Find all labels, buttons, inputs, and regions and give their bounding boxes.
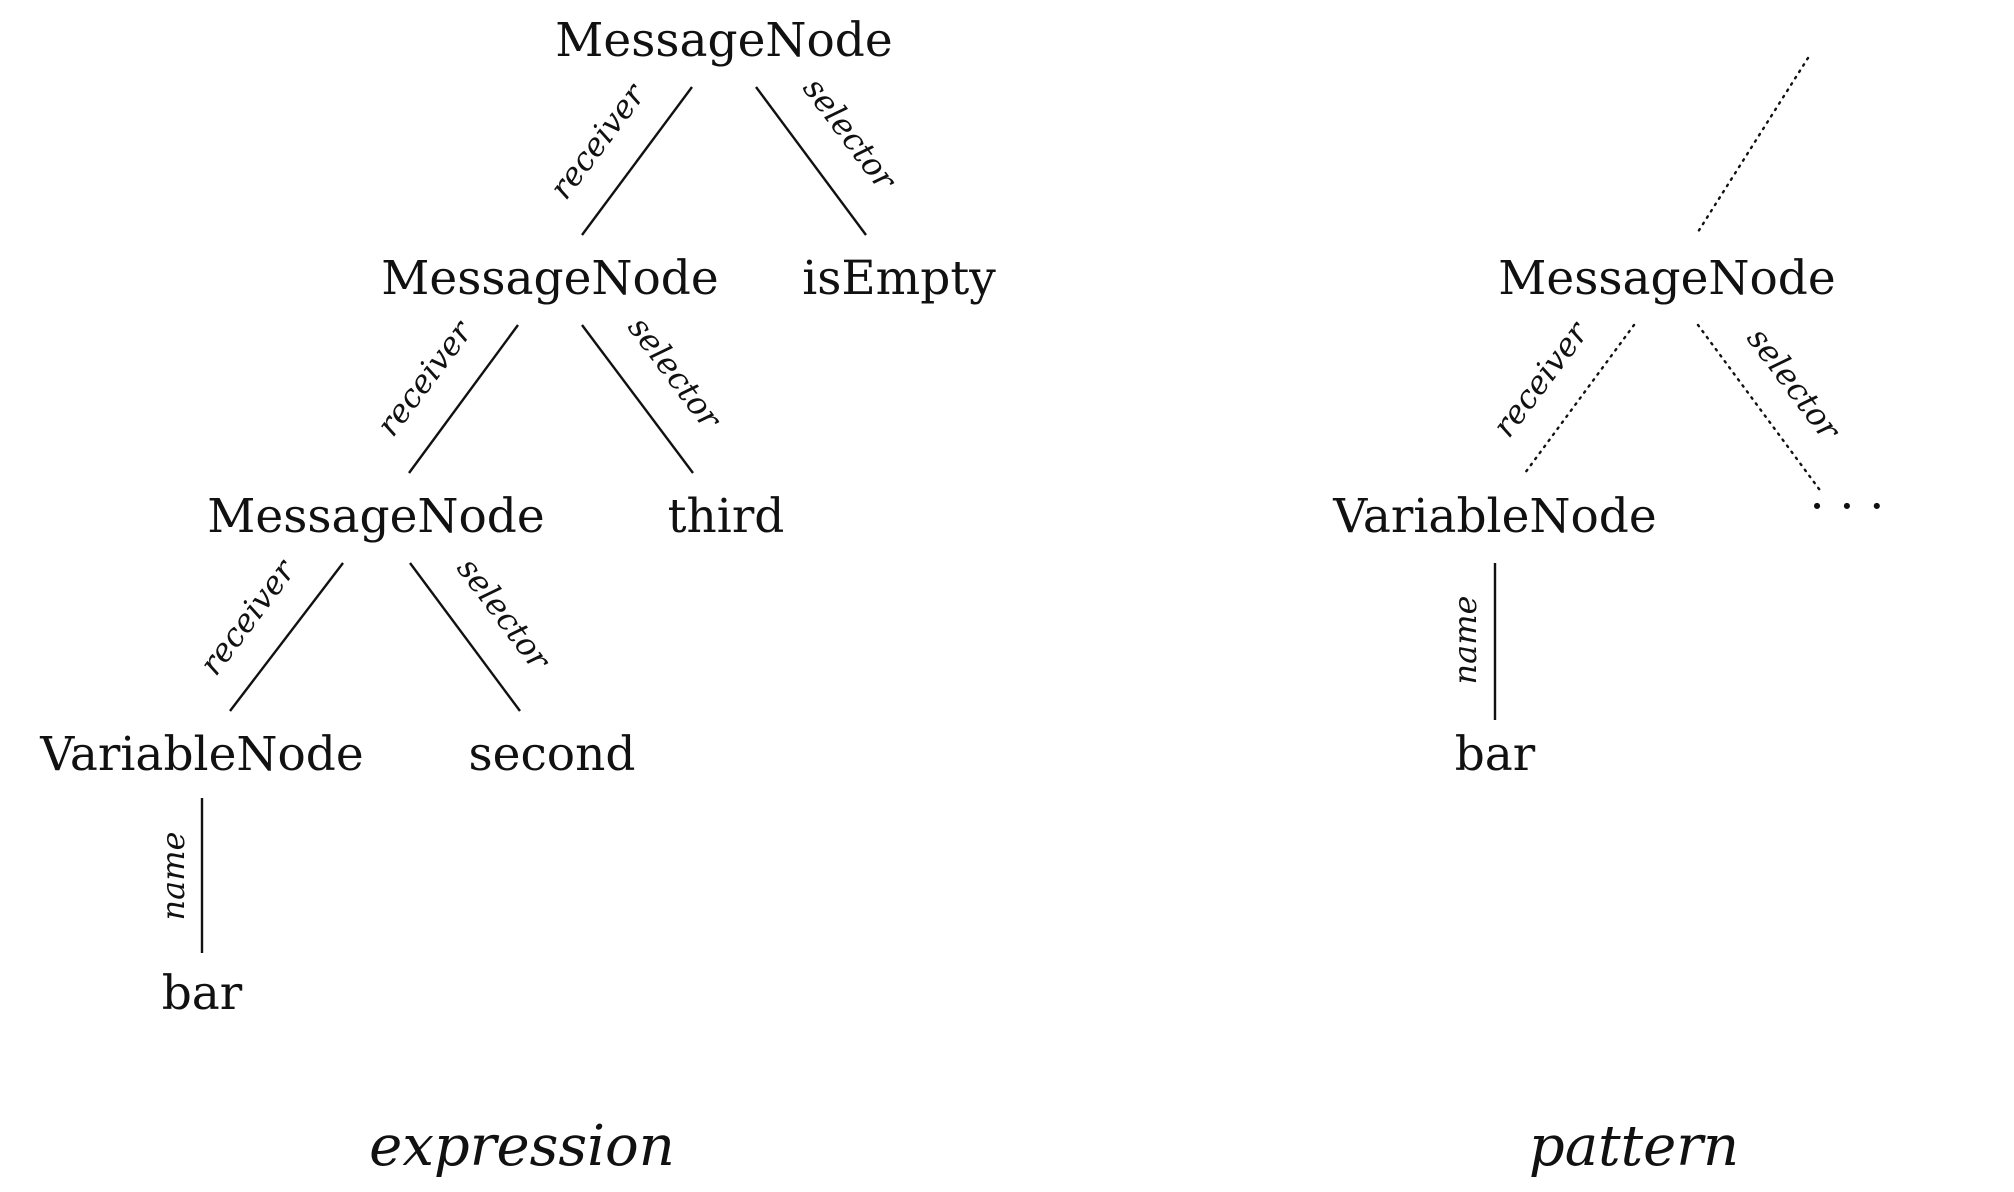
node-pattern-bar: bar xyxy=(1455,727,1536,782)
node-message-level2: MessageNode xyxy=(381,251,718,306)
node-second: second xyxy=(469,727,636,782)
pattern-tree: receiver selector name MessageNode Varia… xyxy=(1332,56,1885,1179)
node-bar: bar xyxy=(162,966,243,1021)
edge-label-root-receiver: receiver xyxy=(542,75,654,206)
edge-pattern-receiver xyxy=(1523,323,1636,475)
node-variable: VariableNode xyxy=(39,727,363,782)
edge-root-receiver xyxy=(581,86,693,236)
node-message-root: MessageNode xyxy=(555,13,892,68)
expression-tree: receiver selector receiver selector rece… xyxy=(39,13,996,1179)
node-is-empty: isEmpty xyxy=(802,251,996,306)
edge-label-level2-receiver: receiver xyxy=(369,312,481,443)
node-message-level3: MessageNode xyxy=(207,489,544,544)
edge-label-root-selector: selector xyxy=(796,70,906,198)
edge-label-variable-name: name xyxy=(154,832,192,921)
caption-expression: expression xyxy=(369,1114,675,1179)
edge-level2-selector xyxy=(581,324,694,474)
edge-label-level2-selector: selector xyxy=(621,309,731,437)
edge-pattern-selector xyxy=(1696,323,1824,495)
edge-level2-receiver xyxy=(408,324,519,474)
edge-label-pattern-selector: selector xyxy=(1740,320,1850,448)
node-pattern-ellipsis: · · · xyxy=(1810,479,1885,534)
node-pattern-variable: VariableNode xyxy=(1332,489,1656,544)
node-third: third xyxy=(668,489,785,544)
edge-pattern-parent xyxy=(1694,56,1810,237)
edge-level3-receiver xyxy=(229,562,344,712)
node-pattern-message: MessageNode xyxy=(1498,251,1835,306)
edge-label-pattern-receiver: receiver xyxy=(1485,313,1597,444)
edge-label-level3-receiver: receiver xyxy=(192,551,304,682)
caption-pattern: pattern xyxy=(1529,1114,1739,1179)
edge-label-pattern-variable-name: name xyxy=(1446,596,1484,685)
edge-level3-selector xyxy=(409,562,521,712)
edge-label-level3-selector: selector xyxy=(450,550,560,678)
edge-root-selector xyxy=(755,86,867,236)
